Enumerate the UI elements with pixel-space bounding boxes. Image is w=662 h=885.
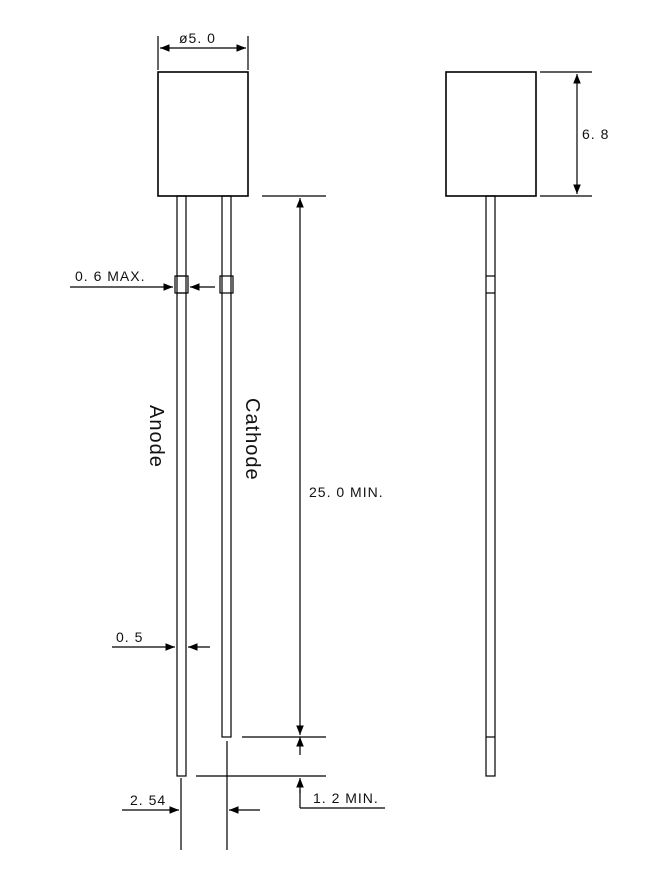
front-view: ø5. 0 0. 6 MAX. Anode Cathode 25. 0 MIN.… <box>70 30 385 850</box>
lead-length-dimension: 25. 0 MIN. <box>242 195 384 738</box>
body-height-label: 6. 8 <box>582 126 609 142</box>
lead-width-max-dimension: 0. 6 MAX. <box>70 268 215 291</box>
body-height-dimension: 6. 8 <box>540 71 609 197</box>
lead-thickness-dimension: 0. 5 <box>112 629 210 651</box>
lead-thickness-label: 0. 5 <box>116 629 143 645</box>
lead-offset-label: 1. 2 MIN. <box>313 790 379 806</box>
lead-spacing-dimension: 2. 54 <box>122 741 260 850</box>
anode-label: Anode <box>145 405 167 468</box>
cathode-lead <box>219 195 234 738</box>
anode-lead <box>174 195 189 777</box>
lead-offset-dimension: 1. 2 MIN. <box>196 737 385 809</box>
lead-width-max-label: 0. 6 MAX. <box>75 268 145 284</box>
lead-length-label: 25. 0 MIN. <box>309 484 384 500</box>
diameter-label: ø5. 0 <box>179 30 216 46</box>
led-body-side <box>445 71 537 197</box>
diameter-dimension: ø5. 0 <box>157 30 249 70</box>
led-body-front <box>157 71 249 197</box>
side-lead <box>485 195 496 777</box>
lead-spacing-label: 2. 54 <box>130 792 166 808</box>
side-view: 6. 8 <box>445 71 609 777</box>
cathode-label: Cathode <box>241 398 263 481</box>
